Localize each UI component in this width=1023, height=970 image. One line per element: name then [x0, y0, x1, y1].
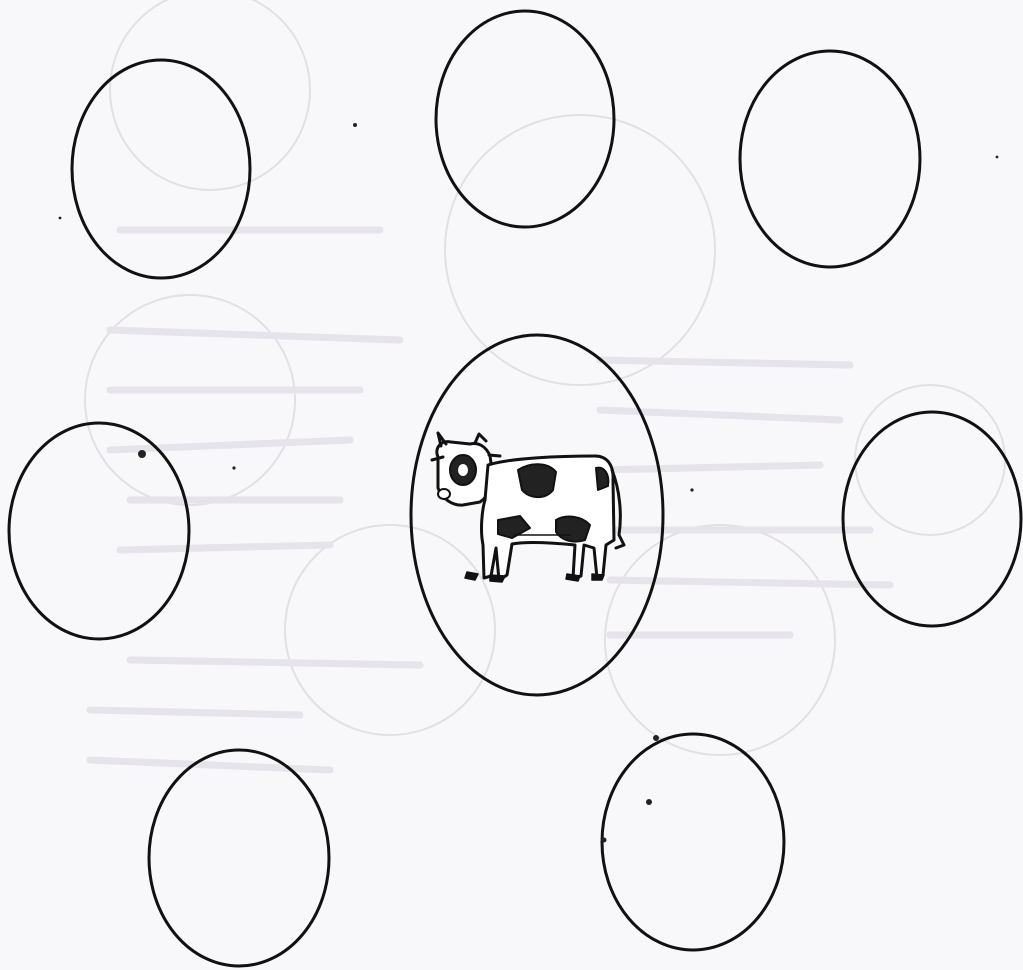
empty-circle-top-center	[436, 11, 614, 227]
cow-icon	[432, 433, 624, 582]
empty-circle-bottom-right	[602, 734, 784, 950]
bleed-through-texture	[85, 0, 1005, 770]
empty-circle-top-right	[740, 51, 920, 267]
empty-circle-middle-right	[843, 412, 1021, 626]
empty-circle-bottom-left	[149, 750, 329, 966]
empty-circle-top-left	[72, 60, 250, 278]
empty-circle-middle-left	[9, 423, 189, 639]
